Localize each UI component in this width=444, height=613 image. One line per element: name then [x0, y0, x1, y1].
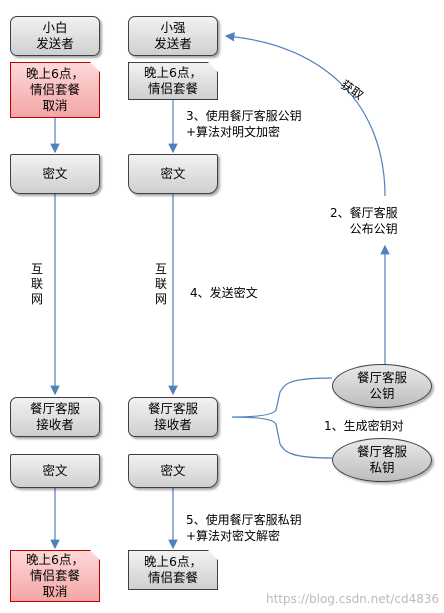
left-receiver-box: 餐厅客服 接收者	[10, 397, 100, 437]
left-sender-box: 小白 发送者	[10, 16, 100, 56]
right-receiver-box: 餐厅客服 接收者	[128, 397, 218, 437]
left-message-box: 晚上6点， 情侣套餐 取消	[10, 62, 100, 118]
right-channel-label: 互联网	[154, 262, 167, 306]
private-key-ellipse: 餐厅客服 私钥	[332, 438, 432, 482]
step5-label: 5、使用餐厅客服私钥 +算法对密文解密	[186, 513, 302, 543]
right-cipher-box: 密文	[128, 154, 218, 194]
right-result-box: 晚上6点， 情侣套餐	[128, 550, 218, 590]
left-cipher-box: 密文	[10, 154, 100, 194]
right-sender-box: 小强 发送者	[128, 16, 218, 56]
left-cipher2-box: 密文	[10, 454, 100, 488]
step4-label: 4、发送密文	[190, 286, 258, 300]
public-key-ellipse: 餐厅客服 公钥	[332, 364, 432, 408]
step3-label: 3、使用餐厅客服公钥 +算法对明文加密	[186, 109, 302, 139]
curve-fetch-public-key	[224, 31, 386, 197]
right-cipher2-box: 密文	[128, 454, 218, 488]
watermark: https://blog.csdn.net/cd4836	[266, 592, 440, 606]
left-result-box: 晚上6点， 情侣套餐 取消	[10, 550, 100, 602]
step1-label: 1、生成密钥对	[324, 419, 404, 433]
brace-key-pair	[231, 377, 333, 459]
left-channel-label: 互联网	[30, 262, 43, 306]
right-message-box: 晚上6点， 情侣套餐	[128, 62, 218, 100]
step2-label: 2、餐厅客服 公布公钥	[330, 206, 398, 236]
